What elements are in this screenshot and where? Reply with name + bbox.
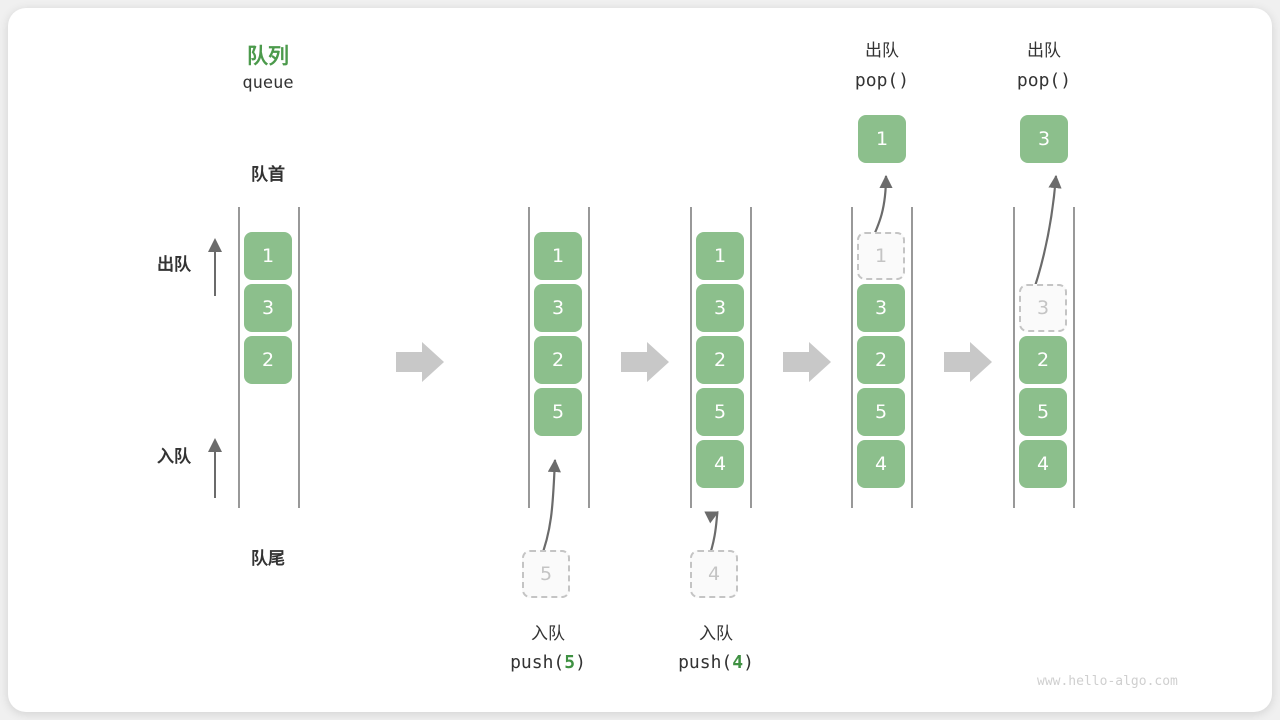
diagram-card: 队列 queue 队首 队尾 出队 入队 1 3 2 1 3 2 5 5 入队 …	[8, 8, 1272, 712]
push-4-caption-code: push(4)	[644, 652, 788, 673]
push-5-arrow	[538, 458, 561, 561]
incoming-ghost-box: 4	[690, 550, 738, 598]
queue-box: 4	[1019, 440, 1067, 488]
queue-box: 5	[1019, 388, 1067, 436]
queue-box: 2	[244, 336, 292, 384]
queue-box: 1	[696, 232, 744, 280]
step-arrow-3	[783, 342, 831, 382]
queue-box-new: 4	[696, 440, 744, 488]
queue-box: 2	[1019, 336, 1067, 384]
queue-box: 2	[696, 336, 744, 384]
incoming-ghost-box: 5	[522, 550, 570, 598]
queue-box: 3	[857, 284, 905, 332]
push-5-caption-cn: 入队	[531, 624, 565, 644]
push-4-value: 4	[732, 652, 744, 673]
queue-front-label: 队首	[251, 165, 285, 185]
popped-box: 3	[1020, 115, 1068, 163]
enqueue-side-label: 入队	[157, 447, 191, 467]
push-5-suffix: )	[575, 652, 586, 673]
diagram-stage: 队列 queue 队首 队尾 出队 入队 1 3 2 1 3 2 5 5 入队 …	[8, 8, 1272, 712]
queue-box: 5	[696, 388, 744, 436]
step-arrow-2	[621, 342, 669, 382]
watermark: www.hello-algo.com	[1037, 674, 1178, 689]
push-4-caption-cn: 入队	[699, 624, 733, 644]
queue-box: 4	[857, 440, 905, 488]
push-4-prefix: push(	[678, 652, 733, 673]
push-5-caption-code: push(5)	[476, 652, 620, 673]
popped-box: 1	[858, 115, 906, 163]
pop-3-header-cn: 出队	[1027, 41, 1061, 61]
queue-box-new: 5	[534, 388, 582, 436]
diagram-title-en: queue	[242, 73, 294, 93]
pop-3-header-code: pop()	[1016, 70, 1072, 91]
diagram-overlay	[208, 174, 1075, 561]
pop-1-header-cn: 出队	[865, 41, 899, 61]
queue-box: 1	[244, 232, 292, 280]
dequeue-side-label: 出队	[157, 255, 191, 275]
diagram-title-cn: 队列	[247, 44, 289, 68]
queue-box-ghost: 1	[857, 232, 905, 280]
queue-box: 3	[244, 284, 292, 332]
push-4-suffix: )	[743, 652, 754, 673]
queue-box-ghost: 3	[1019, 284, 1067, 332]
pop-1-header-code: pop()	[854, 70, 910, 91]
push-5-value: 5	[564, 652, 576, 673]
pop-3-arrow	[1029, 174, 1062, 299]
queue-box: 3	[534, 284, 582, 332]
step-arrow-4	[944, 342, 992, 382]
queue-box: 2	[857, 336, 905, 384]
queue-box: 5	[857, 388, 905, 436]
push-5-prefix: push(	[510, 652, 565, 673]
queue-box: 1	[534, 232, 582, 280]
step-arrow-1	[396, 342, 444, 382]
queue-box: 3	[696, 284, 744, 332]
queue-rear-label: 队尾	[251, 549, 285, 569]
queue-box: 2	[534, 336, 582, 384]
